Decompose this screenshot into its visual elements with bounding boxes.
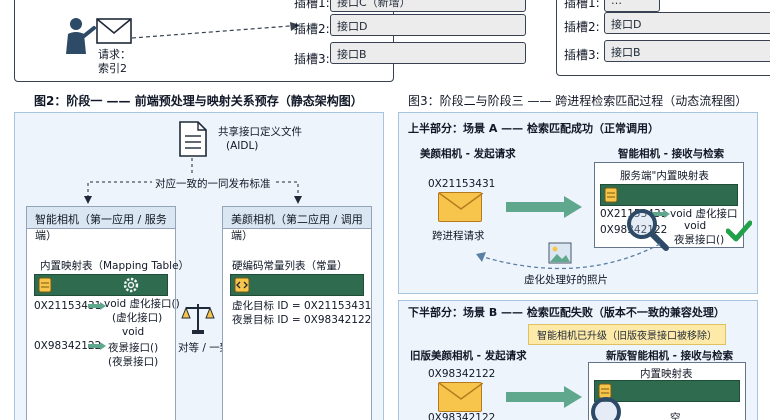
sceneA-row2-desc2: 夜景接口(): [674, 234, 725, 246]
mapping-table-title: 内置映射表（Mapping Table）: [40, 260, 190, 272]
gear-icon: [123, 277, 139, 293]
right-slot1-label: 插槽1:: [564, 0, 600, 10]
sceneB-table-title: 内置映射表: [640, 368, 693, 380]
envelope-icon: [96, 18, 132, 44]
map-row1-id: 0X21153431: [34, 300, 102, 312]
photo-icon: [548, 242, 572, 264]
sceneA-request-label: 跨进程请求: [432, 230, 485, 242]
sceneA-return-arrow: [476, 243, 661, 270]
left-slot2-value: 接口D: [337, 20, 368, 33]
client-app-title: 美颜相机（第二应用 / 调用端）: [223, 207, 371, 242]
map-row1-desc2: (虚化接口): [112, 312, 163, 324]
sceneA-database-icon: [604, 187, 618, 203]
sceneB-empty-label: 空: [670, 412, 681, 420]
checkmark-icon: [726, 220, 752, 242]
map-row2-desc: void: [122, 326, 145, 338]
map-row2-arrow: [88, 342, 106, 350]
sceneB-left-title: 旧版美颜相机 - 发起请求: [410, 350, 527, 362]
right-slot2-value: 接口D: [611, 18, 642, 31]
person-icon: [66, 18, 96, 54]
left-slot2: 接口D: [330, 14, 526, 36]
right-slot2: 接口D: [604, 12, 770, 34]
left-slot3-value: 接口B: [337, 48, 367, 61]
sceneA-right-title: 智能相机 - 接收与检索: [618, 148, 725, 160]
sceneA-left-title: 美颜相机 - 发起请求: [420, 148, 516, 160]
sceneA-row1-arrow: [652, 210, 670, 218]
sceneB-envelope-icon: [438, 382, 484, 412]
right-slot1-value: …: [611, 0, 622, 7]
left-slot3-label: 插槽3:: [294, 52, 330, 66]
constants-header: [230, 274, 364, 296]
mapping-table-header: [34, 274, 168, 296]
client-app-panel: 美颜相机（第二应用 / 调用端）: [222, 206, 372, 420]
sceneA-title: 上半部分：场景 A —— 检索匹配成功（正常调用）: [408, 122, 660, 135]
left-slot2-label: 插槽2:: [294, 22, 330, 36]
request-value: 索引2: [98, 62, 127, 75]
aidl-label: 共享接口定义文件: [218, 126, 302, 138]
left-slot1-label: 插槽1:: [294, 0, 330, 10]
map-row1-desc: void 虚化接口(): [104, 298, 180, 310]
right-slot2-label: 插槽2:: [564, 20, 600, 34]
sceneA-photo-label: 虚化处理好的照片: [524, 274, 608, 286]
sceneA-row1-desc: void 虚化接口: [670, 208, 738, 220]
sceneA-table-header: [600, 184, 738, 206]
document-icon: [179, 121, 207, 157]
map-row2-desc3: (夜景接口): [108, 356, 159, 368]
sceneB-magnifier-icon: [591, 397, 621, 420]
aidl-sub: (AIDL): [226, 140, 259, 152]
sceneA-table-title: 服务端"内置映射表: [620, 170, 709, 182]
left-slot1-value: 接口C（新增）: [337, 0, 411, 9]
server-app-panel: 智能相机（第一应用 / 服务端）: [26, 206, 176, 420]
sceneA-envelope-icon: [438, 192, 484, 222]
sceneB-request-id: 0X98342122: [428, 368, 496, 380]
map-row2-id: 0X98342122: [34, 340, 102, 352]
sceneA-request-id: 0X21153431: [428, 178, 496, 190]
server-app-title: 智能相机（第一应用 / 服务端）: [27, 207, 175, 242]
constants-title: 硬编码常量列表（常量）: [232, 260, 348, 272]
constant-line1: 虚化目标 ID = 0X21153431: [232, 300, 372, 312]
sceneB-request-id2: 0X98342122: [428, 412, 496, 420]
right-slot1: …: [604, 0, 660, 12]
request-label: 请求：: [98, 48, 131, 61]
sceneB-table-header: [594, 380, 740, 402]
left-slot3: 接口B: [330, 42, 526, 64]
right-slot3: 接口B: [604, 40, 770, 62]
constant-line2: 夜景目标 ID = 0X98342122: [232, 314, 372, 326]
map-row1-arrow: [88, 302, 106, 310]
right-slot3-value: 接口B: [611, 46, 641, 59]
sceneA-arrow: [506, 196, 582, 218]
scale-icon: [181, 304, 215, 334]
distribution-label: 对应一致的一同发布标准: [152, 176, 274, 191]
fig2-title: 图2：阶段一 —— 前端预处理与映射关系预存（静态架构图）: [34, 94, 363, 108]
left-slot1: 接口C（新增）: [330, 0, 526, 12]
sceneA-row2-desc: void: [684, 220, 707, 232]
fig3-title: 图3：阶段二与阶段三 —— 跨进程检索匹配过程（动态流程图）: [408, 94, 748, 108]
match-label: 对等 / 一致: [178, 342, 231, 354]
database-icon: [38, 277, 52, 293]
dashed-arrow: [131, 22, 300, 39]
right-slot3-label: 插槽3:: [564, 48, 600, 62]
sceneB-tag: 智能相机已升级（旧版夜景接口被移除）: [528, 324, 726, 345]
sceneB-right-title: 新版智能相机 - 接收与检索: [606, 350, 734, 362]
code-icon: [234, 277, 250, 293]
sceneB-title: 下半部分：场景 B —— 检索匹配失败（版本不一致的兼容处理）: [408, 306, 725, 319]
sceneB-arrow: [506, 386, 582, 408]
map-row2-desc2: 夜景接口(): [108, 342, 159, 354]
magnifier-icon: [627, 209, 669, 251]
